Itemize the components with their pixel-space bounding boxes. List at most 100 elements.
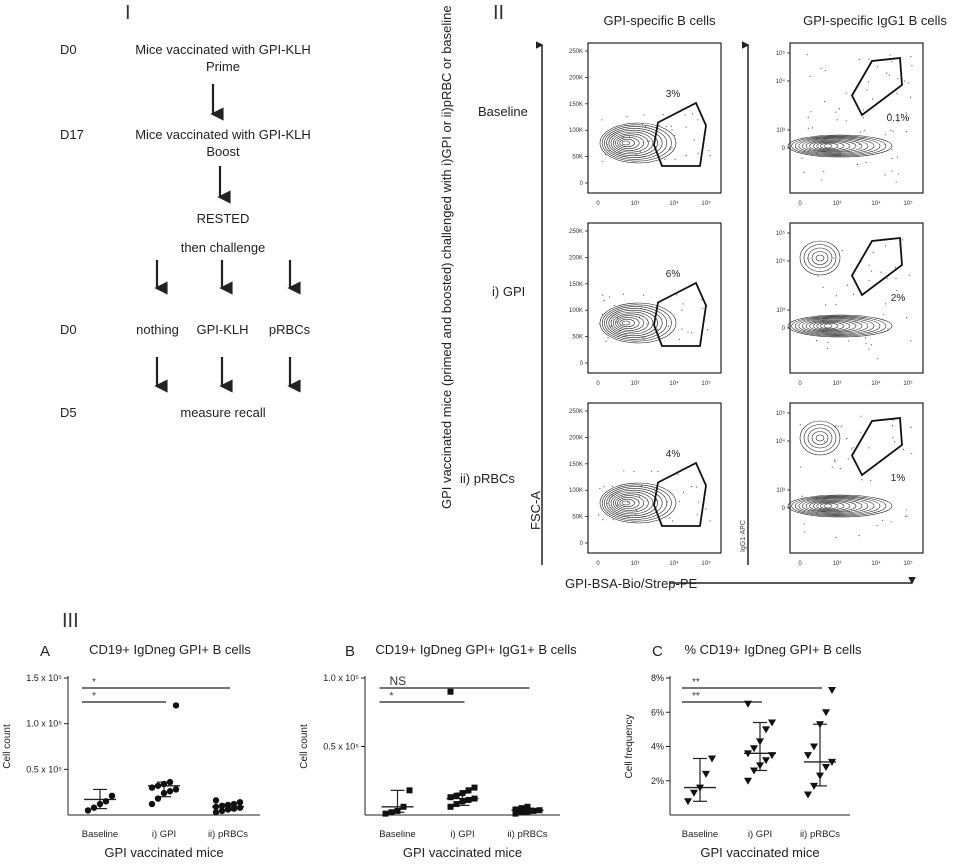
flow-event-dot — [610, 319, 613, 322]
flow-event-dot — [906, 515, 908, 517]
flow-event-dot — [622, 136, 624, 138]
flow-event-dot — [834, 460, 836, 463]
flow-xtick-label: 0 — [798, 201, 802, 207]
flow-event-dot — [598, 323, 600, 325]
flow-event-dot — [640, 307, 642, 309]
flow-contours — [787, 134, 893, 158]
chart-data-point — [804, 791, 812, 799]
chart-ytick-label: 1.0 x 10⁵ — [323, 673, 359, 683]
flow-event-dot — [897, 156, 899, 158]
chart-category-label: ii) pRBCs — [208, 829, 248, 840]
chart-ytick-label: 2% — [651, 776, 664, 786]
flow-contour-ring — [811, 431, 829, 445]
measure-recall-label: measure recall — [180, 405, 266, 420]
flow-event-dot — [702, 307, 704, 309]
boost-step-line1: Mice vaccinated with GPI-KLH — [135, 127, 311, 142]
flow-gate — [850, 57, 903, 117]
chart-data-point — [684, 798, 692, 806]
flow-event-dot — [690, 486, 692, 488]
flow-event-dot — [657, 328, 659, 330]
flow-ytick-label: 0 — [580, 361, 584, 367]
flow-event-dot — [838, 138, 840, 141]
flow-contour-ring — [601, 484, 672, 522]
flow-contour-ring — [601, 304, 672, 342]
flow-col2-title: GPI-specific IgG1 B cells — [803, 13, 947, 28]
flow-ytick-label: 200K — [569, 75, 583, 81]
flow-xtick-label: 10³ — [833, 561, 842, 567]
flow-event-dot — [606, 144, 608, 146]
flow-event-dot — [859, 143, 861, 146]
chart-data-point — [804, 752, 812, 760]
flow-event-dot — [827, 269, 829, 271]
flow-event-dot — [862, 109, 864, 111]
flow-event-dot — [628, 136, 631, 138]
flow-event-dot — [861, 479, 863, 481]
chart-data-point — [160, 789, 168, 797]
flow-event-dot — [619, 330, 621, 332]
flow-event-dot — [801, 157, 803, 159]
flow-contour-ring — [798, 317, 875, 335]
protocol-arrows — [154, 84, 301, 393]
flow-event-dot — [616, 317, 619, 319]
flow-xtick-label: 10⁴ — [871, 380, 881, 387]
flow-contour-ring — [823, 143, 833, 149]
section-label-2: II — [493, 2, 505, 24]
flow-event-dot — [657, 470, 659, 473]
flow-event-dot — [906, 509, 908, 511]
chart-data-point — [768, 719, 776, 727]
chart-data-point — [518, 805, 525, 812]
row-label-gpi: i) GPI — [492, 284, 526, 299]
chart-significance-label: * — [92, 691, 96, 702]
flow-contour-ring — [610, 311, 654, 335]
flow-event-dot — [856, 163, 859, 166]
flow-contour-ring — [805, 139, 863, 153]
chart-ytick-label: 0.5 x 10⁵ — [323, 742, 359, 752]
chart-x-label: GPI vaccinated mice — [104, 845, 223, 860]
flow-contour-ring — [812, 141, 851, 152]
flow-event-dot — [897, 120, 899, 122]
flow-event-dot — [886, 277, 888, 280]
flow-event-dot — [858, 535, 860, 537]
flow-contours — [599, 482, 677, 524]
flow-event-dot — [603, 299, 605, 302]
flow-event-dot — [664, 158, 666, 160]
flow-event-dot — [831, 151, 833, 153]
chart-data-point — [828, 758, 836, 766]
flow-contour-ring — [787, 314, 893, 338]
flow-event-dot — [845, 92, 847, 94]
flow-event-dot — [833, 257, 835, 259]
flow-event-dot — [824, 440, 826, 442]
flow-event-dot — [852, 447, 854, 449]
flow-event-dot — [827, 341, 829, 343]
flow-contour-ring — [608, 129, 658, 157]
chart-category-label: Baseline — [82, 829, 118, 840]
flow-event-dot — [633, 338, 635, 341]
flow-xtick-label: 10⁵ — [701, 380, 711, 387]
chart-data-point — [744, 750, 752, 758]
chart-data-point — [471, 795, 478, 802]
flow-event-dot — [651, 470, 653, 472]
flow-ytick-label: 10⁵ — [776, 410, 786, 417]
flow-x-axis-label: GPI-BSA-Bio/Strep-PE — [565, 576, 698, 591]
flow-event-dot — [822, 319, 824, 321]
chart-data-point — [465, 796, 472, 803]
chart-data-point — [828, 686, 836, 694]
flow-event-dot — [633, 470, 635, 473]
flow-gate-percent: 3% — [666, 89, 681, 100]
flow-event-dot — [895, 277, 897, 280]
flow-event-dot — [870, 270, 873, 272]
flow-event-dot — [811, 510, 813, 512]
flow-col1-title: GPI-specific B cells — [603, 13, 716, 28]
flow-event-dot — [667, 325, 670, 327]
flow-panel-frame — [587, 222, 722, 374]
chart-x-label: GPI vaccinated mice — [700, 845, 819, 860]
flow-event-dot — [639, 151, 641, 153]
flow-event-dot — [839, 153, 841, 155]
flow-event-dot — [868, 264, 870, 266]
chart-category-label: i) GPI — [152, 829, 176, 840]
flow-event-dot — [602, 160, 604, 162]
chart-category-label: i) GPI — [450, 829, 474, 840]
flow-event-dot — [676, 294, 678, 296]
